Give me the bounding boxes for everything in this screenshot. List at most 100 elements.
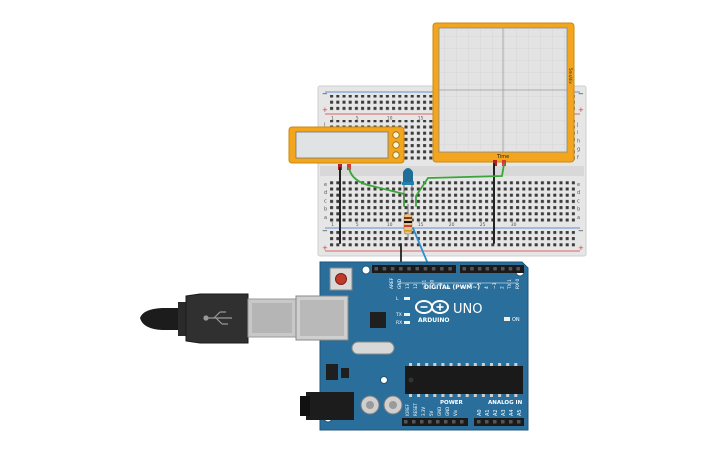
oscilloscope-terminal-negative[interactable] xyxy=(493,160,497,166)
analog-header[interactable] xyxy=(474,418,524,426)
led[interactable] xyxy=(402,168,414,200)
usb-icon xyxy=(203,311,232,325)
power-jack[interactable] xyxy=(306,392,354,420)
breadboard-row-letter: a xyxy=(577,215,580,221)
svg-text:+: + xyxy=(322,106,328,114)
digital-pin-label: 8 xyxy=(446,286,452,289)
model-label: UNO xyxy=(453,302,482,317)
breadboard-col-number: 25 xyxy=(480,222,486,228)
multimeter-display xyxy=(295,131,389,159)
breadboard-col-number: 1 xyxy=(331,116,334,122)
digital-pin-label: RX 0 xyxy=(515,279,521,289)
power-pin-label: GND xyxy=(445,407,450,416)
svg-text:−: − xyxy=(322,90,328,98)
oscilloscope-axis-label: Time xyxy=(496,154,509,160)
breadboard-col-number: 10 xyxy=(387,222,393,228)
atmega-chip xyxy=(405,363,523,397)
oscilloscope-side-label: 5ms/div xyxy=(568,68,573,85)
svg-text:+: + xyxy=(578,106,584,114)
multimeter-mode-button[interactable] xyxy=(392,141,400,149)
analog-pin-label: A3 xyxy=(501,409,507,416)
breadboard-col-number: 15 xyxy=(418,222,424,228)
digital-pin-label: ~11 xyxy=(421,280,427,289)
digital-header-right[interactable] xyxy=(460,265,524,273)
digital-pin-label: 2 xyxy=(500,286,506,289)
breadboard-row-letter: a xyxy=(324,215,327,221)
power-header[interactable] xyxy=(402,418,468,426)
digital-label: DIGITAL (PWM~) xyxy=(424,284,480,291)
power-pin-label: 5V xyxy=(429,410,434,416)
wire-blue[interactable] xyxy=(412,227,429,265)
breadboard-row-letter: d xyxy=(324,190,327,196)
digital-pin-label: ~10 xyxy=(430,280,436,289)
analog-pin-label: A1 xyxy=(485,409,491,416)
breadboard-col-number: 5 xyxy=(356,222,359,228)
led-label: TX xyxy=(395,312,402,318)
breadboard-col-number: 5 xyxy=(356,116,359,122)
analog-pin-label: A0 xyxy=(477,409,483,416)
breadboard-row-letter: e xyxy=(324,182,327,188)
on-label: ON xyxy=(512,317,520,323)
tx-led xyxy=(404,313,410,316)
digital-pin-label: 4 xyxy=(484,286,490,289)
analog-pin-label: A4 xyxy=(509,409,515,416)
breadboard-row-letter: g xyxy=(577,147,580,153)
breadboard-row-letter: b xyxy=(577,207,580,213)
oscilloscope[interactable]: Time 5ms/div xyxy=(432,22,575,166)
pin-label-gnd: GND xyxy=(397,278,403,289)
crystal xyxy=(351,341,395,355)
digital-pin-label: ~6 xyxy=(469,282,475,289)
breadboard-col-number: 1 xyxy=(331,222,334,228)
power-pin-label: 3.3V xyxy=(421,407,426,416)
breadboard-row-letter: e xyxy=(577,182,580,188)
svg-text:+: + xyxy=(578,244,584,252)
digital-pin-label: TX 1 xyxy=(507,279,513,290)
pin-label-aref: AREF xyxy=(389,277,395,289)
lower-terminal-strip[interactable] xyxy=(330,180,575,222)
breadboard-row-letter: j xyxy=(576,122,578,128)
breadboard-col-number: 20 xyxy=(449,222,455,228)
digital-pin-label: ~9 xyxy=(438,282,444,289)
wire-green[interactable] xyxy=(415,163,505,207)
led-label: L xyxy=(396,296,399,302)
digital-header-left[interactable] xyxy=(372,265,456,273)
breadboard-row-letter: b xyxy=(324,207,327,213)
breadboard-row-letter: d xyxy=(577,190,580,196)
power-pin-label: RESET xyxy=(413,403,418,416)
oscilloscope-terminal-positive[interactable] xyxy=(502,160,506,166)
analog-pin-label: A5 xyxy=(517,409,523,416)
breadboard-row-letter: c xyxy=(324,198,327,204)
on-led xyxy=(504,317,510,321)
breadboard-row-letter: h xyxy=(577,138,580,144)
bottom-power-rail[interactable] xyxy=(330,231,575,247)
brand-label: ARDUINO xyxy=(418,317,449,324)
wires[interactable] xyxy=(339,163,505,267)
svg-text:−: − xyxy=(578,227,584,235)
digital-pin-label: 13 xyxy=(405,283,411,289)
rx-led xyxy=(404,321,410,324)
power-pin-label: IOREF xyxy=(405,403,410,416)
resistor[interactable] xyxy=(403,204,413,240)
usb-cable[interactable] xyxy=(140,293,297,344)
breadboard-row-letter: i xyxy=(577,130,578,136)
power-pin-label: Vin xyxy=(453,409,458,416)
breadboard-col-number: 30 xyxy=(511,222,517,228)
led-label: RX xyxy=(396,320,402,326)
breadboard-row-letter: c xyxy=(577,198,580,204)
wire-green[interactable] xyxy=(348,167,405,207)
arduino-logo xyxy=(415,300,449,314)
analog-label: ANALOG IN xyxy=(488,400,523,406)
multimeter-mode-button[interactable] xyxy=(392,131,400,139)
analog-pin-label: A2 xyxy=(493,409,499,416)
svg-text:−: − xyxy=(578,90,584,98)
digital-pin-label: 12 xyxy=(413,283,419,289)
multimeter-mode-button[interactable] xyxy=(392,151,400,159)
svg-text:+: + xyxy=(322,244,328,252)
multimeter-terminal-positive[interactable] xyxy=(347,164,351,170)
digital-pin-label: 7 xyxy=(461,286,467,289)
usb-controller-chip xyxy=(370,312,386,328)
breadboard-row-letter: f xyxy=(577,155,579,161)
l-led xyxy=(404,297,410,300)
